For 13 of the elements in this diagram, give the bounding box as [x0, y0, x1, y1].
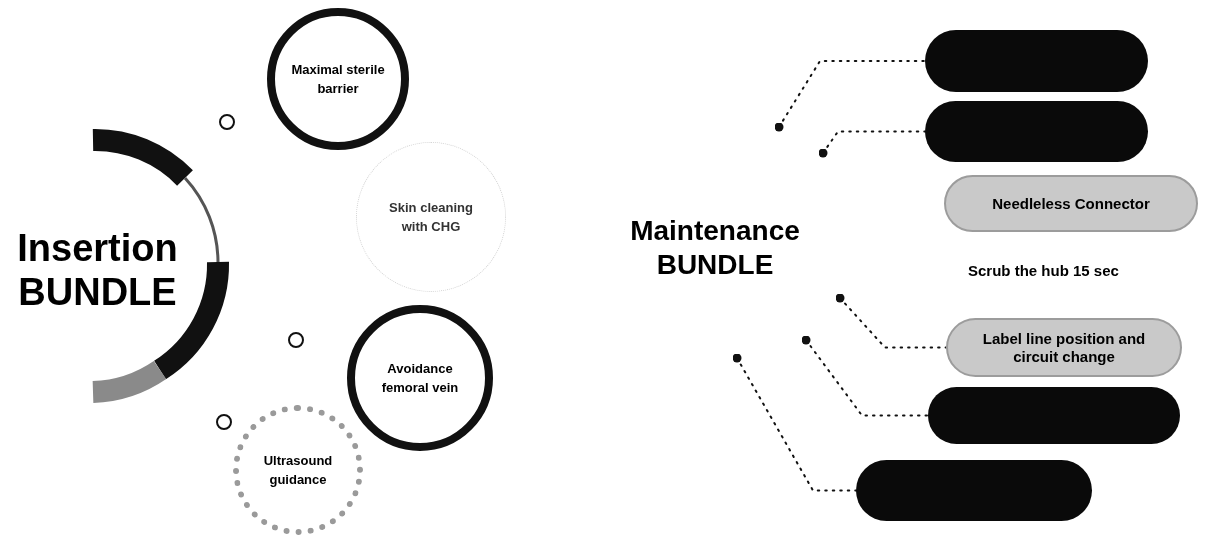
- bundle-title: Maintenance BUNDLE: [622, 212, 808, 284]
- pill-box: Label line position and circuit change: [946, 318, 1182, 377]
- pill-box: Needleless Connector: [944, 175, 1198, 232]
- pill-box: [856, 460, 1092, 521]
- dotted-leader-line: [732, 353, 857, 492]
- step-text: Scrub the hub 15 sec: [968, 261, 1120, 281]
- pill-box: [928, 387, 1180, 444]
- bundle-title: Insertion BUNDLE: [5, 222, 190, 318]
- pill-box: [925, 101, 1148, 162]
- dotted-leader-line: [835, 293, 947, 349]
- dotted-leader-line: [818, 130, 926, 158]
- dotted-leader-line: [801, 335, 929, 417]
- dotted-leader-line: [774, 60, 926, 132]
